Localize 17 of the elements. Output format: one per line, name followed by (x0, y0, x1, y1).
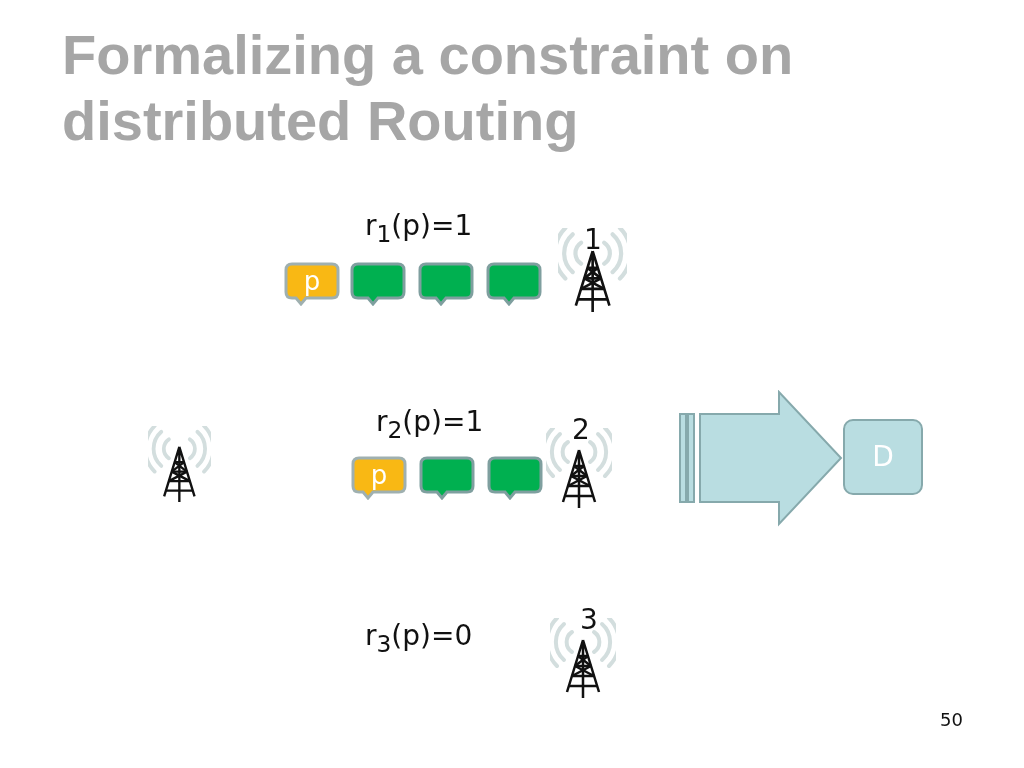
message-bubble (486, 262, 542, 306)
message-bubble (418, 262, 474, 306)
destination-box: D (843, 419, 923, 495)
block-arrow (679, 390, 843, 527)
tower-number: 1 (584, 224, 602, 256)
tower-number: 2 (572, 414, 590, 446)
message-bubble (350, 262, 406, 306)
slide-title: Formalizing a constraint on distributed Routing (62, 22, 795, 154)
formula-label: r$_{2}$(p)=1 (376, 406, 484, 446)
tower-number: 3 (580, 604, 598, 636)
page-number: 50 (940, 708, 963, 732)
formula-label: r$_{3}$(p)=0 (365, 620, 473, 660)
formula-label: r$_{1}$(p)=1 (365, 210, 473, 250)
packet-bubble: p (351, 456, 407, 500)
message-bubble (419, 456, 475, 500)
packet-bubble: p (284, 262, 340, 306)
message-bubble (487, 456, 543, 500)
